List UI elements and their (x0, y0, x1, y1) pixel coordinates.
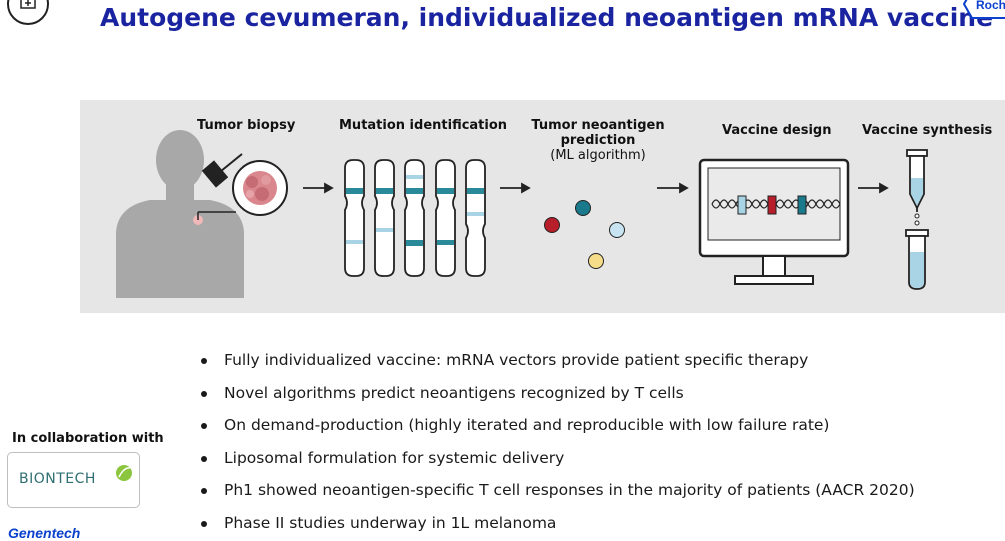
biontech-logo-text: BIONTECH (19, 471, 96, 487)
list-item: Phase II studies underway in 1L melanoma (196, 509, 915, 541)
biontech-leaf-icon (114, 463, 134, 483)
key-points-list: Fully individualized vaccine: mRNA vecto… (196, 346, 915, 541)
patient-silhouette-icon (116, 130, 244, 298)
vaccine-tube-top-icon (907, 150, 927, 212)
list-item: Novel algorithms predict neoantigens rec… (196, 379, 915, 412)
neoantigen-spheres-icon (545, 201, 625, 269)
vaccine-tube-bottom-icon (906, 230, 928, 289)
list-item: On demand-production (highly iterated an… (196, 411, 915, 444)
collaboration-label: In collaboration with (12, 431, 164, 446)
monitor-icon (700, 160, 848, 284)
list-item: Liposomal formulation for systemic deliv… (196, 444, 915, 477)
list-item: Fully individualized vaccine: mRNA vecto… (196, 346, 915, 379)
genentech-logo: Genentech (8, 525, 80, 541)
list-item: Ph1 showed neoantigen-specific T cell re… (196, 476, 915, 509)
biontech-logo: BIONTECH (7, 452, 140, 508)
tumor-icon (233, 161, 287, 215)
vaccine-droplets-icon (915, 214, 919, 225)
